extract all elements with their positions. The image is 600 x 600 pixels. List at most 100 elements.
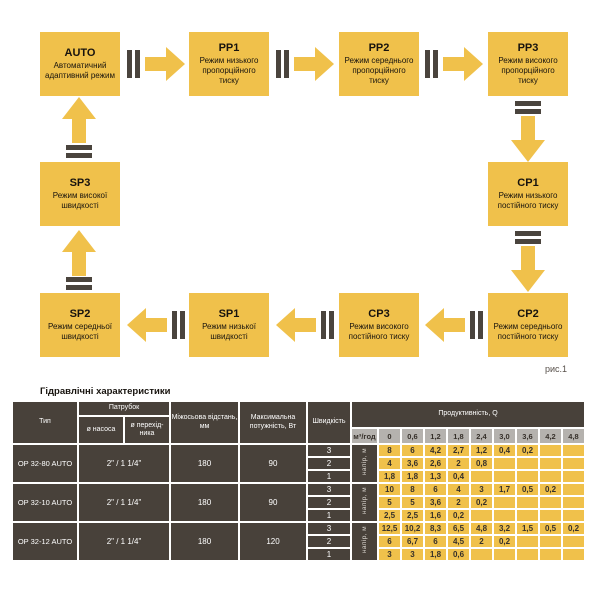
equals-bars-icon — [66, 277, 92, 290]
flow-header-cell: 4,2 — [540, 429, 561, 443]
flow-value-cell — [540, 536, 561, 547]
header-max-power: Максимальна потужність, Вт — [240, 402, 306, 443]
mode-code: CP2 — [517, 308, 539, 321]
flow-value-cell — [471, 510, 492, 521]
flow-value-cell — [563, 458, 584, 469]
arrow-down-icon — [510, 116, 546, 162]
mode-desc: Автоматичний адаптивний режим — [45, 61, 115, 80]
flow-value-cell: 0,8 — [471, 458, 492, 469]
flow-value-cell — [494, 510, 515, 521]
flow-value-cell — [494, 497, 515, 508]
flow-value-cell: 0,2 — [540, 484, 561, 495]
flow-value-cell: 6 — [402, 445, 423, 456]
flow-value-cell: 0,2 — [471, 497, 492, 508]
flow-value-cell: 0,5 — [540, 523, 561, 534]
speed-cell: 2 — [308, 536, 350, 547]
max-power-cell: 90 — [240, 445, 306, 482]
flow-value-cell: 1,5 — [517, 523, 538, 534]
head-unit-label: напір, м — [360, 526, 368, 554]
mode-code: SP1 — [218, 308, 240, 321]
mode-desc: Режим високого пропорційного тиску — [498, 56, 558, 85]
head-unit-cell: напір, м — [352, 484, 377, 521]
arrow-right-icon — [145, 46, 185, 82]
mode-box-sp1: SP1 Режим низької швидкості — [189, 293, 269, 357]
head-unit-label: напір, м — [360, 448, 368, 476]
flow-value-cell — [494, 471, 515, 482]
mode-code: PP1 — [218, 42, 240, 55]
arrow-left-icon — [425, 307, 465, 343]
flow-value-cell: 0,4 — [448, 471, 469, 482]
flow-value-cell — [563, 536, 584, 547]
mode-box-sp3: SP3 Режим високої швидкості — [40, 162, 120, 226]
mode-desc: Режим середнього постійного тиску — [493, 322, 563, 341]
flow-value-cell: 3 — [471, 484, 492, 495]
flow-value-cell — [563, 471, 584, 482]
axis-distance-cell: 180 — [171, 484, 238, 521]
flow-value-cell — [563, 549, 584, 560]
flow-value-cell: 5 — [402, 497, 423, 508]
flow-value-cell — [517, 458, 538, 469]
flow-value-cell: 3,6 — [425, 497, 446, 508]
mode-desc: Режим середнього пропорційного тиску — [344, 56, 414, 85]
patrubok-cell: 2" / 1 1/4" — [79, 484, 169, 521]
flow-value-cell — [517, 497, 538, 508]
flow-value-cell: 4 — [448, 484, 469, 495]
header-type: Тип — [13, 402, 77, 443]
max-power-cell: 90 — [240, 484, 306, 521]
flow-value-cell — [540, 510, 561, 521]
flow-header-cell: 3,6 — [517, 429, 538, 443]
flow-value-cell — [540, 445, 561, 456]
flow-value-cell — [540, 471, 561, 482]
flow-value-cell — [494, 549, 515, 560]
flow-value-cell: 2,5 — [402, 510, 423, 521]
flow-value-cell: 8 — [402, 484, 423, 495]
pause-bars-icon — [127, 50, 140, 78]
flow-value-cell: 6,5 — [448, 523, 469, 534]
header-flow-unit: м³/год — [352, 429, 377, 443]
mode-code: PP2 — [368, 42, 390, 55]
flow-value-cell — [563, 484, 584, 495]
speed-cell: 3 — [308, 484, 350, 495]
max-power-cell: 120 — [240, 523, 306, 560]
equals-bars-icon — [515, 101, 541, 114]
arrow-left-icon — [276, 307, 316, 343]
pause-bars-icon — [425, 50, 438, 78]
flow-value-cell: 6 — [425, 484, 446, 495]
flow-value-cell — [563, 497, 584, 508]
flow-value-cell: 0,2 — [448, 510, 469, 521]
mode-box-pp1: PP1 Режим низького пропорційного тиску — [189, 32, 269, 96]
flow-value-cell: 3,2 — [494, 523, 515, 534]
flow-header-cell: 2,4 — [471, 429, 492, 443]
flow-value-cell: 10,2 — [402, 523, 423, 534]
mode-code: PP3 — [517, 42, 539, 55]
flow-value-cell: 8 — [379, 445, 400, 456]
patrubok-cell: 2" / 1 1/4" — [79, 445, 169, 482]
head-unit-cell: напір, м — [352, 445, 377, 482]
mode-desc: Режим низької швидкості — [202, 322, 256, 341]
flow-header-cell: 4,8 — [563, 429, 584, 443]
flow-value-cell: 5 — [379, 497, 400, 508]
flow-value-cell: 2 — [448, 497, 469, 508]
flow-header-cell: 3,0 — [494, 429, 515, 443]
mode-code: AUTO — [64, 47, 96, 60]
flow-value-cell — [540, 497, 561, 508]
flow-value-cell — [540, 458, 561, 469]
mode-box-cp1: CP1 Режим низького постійного тиску — [488, 162, 568, 226]
flow-value-cell: 4 — [379, 458, 400, 469]
flow-value-cell: 0,2 — [517, 445, 538, 456]
flow-value-cell — [517, 471, 538, 482]
type-cell: OP 32-10 AUTO — [13, 484, 77, 521]
mode-desc: Режим низького постійного тиску — [497, 191, 559, 210]
arrow-left-icon — [127, 307, 167, 343]
flow-value-cell: 3 — [402, 549, 423, 560]
flow-value-cell: 4,8 — [471, 523, 492, 534]
flow-value-cell: 1,7 — [494, 484, 515, 495]
flow-value-cell — [563, 510, 584, 521]
flow-value-cell: 1,3 — [425, 471, 446, 482]
header-pump-diameter: ø насоса — [79, 417, 123, 443]
equals-bars-icon — [66, 145, 92, 158]
flow-header-cell: 1,8 — [448, 429, 469, 443]
